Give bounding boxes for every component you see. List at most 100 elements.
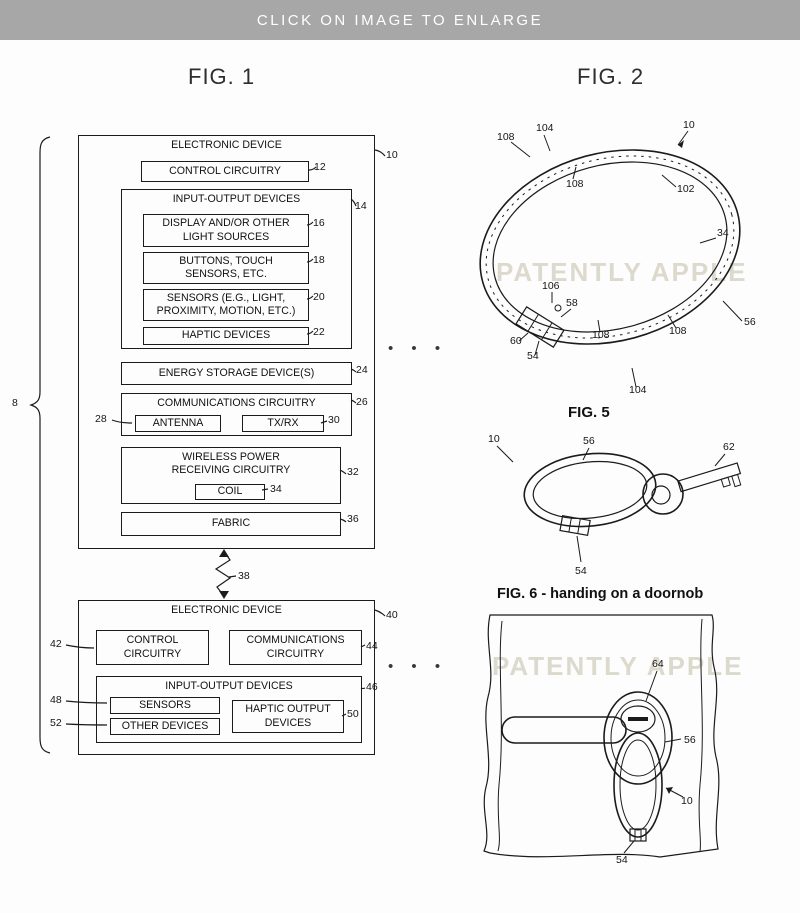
ref-label-36: 36: [347, 513, 359, 525]
sensors2-label: SENSORS: [139, 698, 191, 711]
ref-label-26: 26: [356, 396, 368, 408]
ref-label-38: 38: [238, 570, 250, 582]
device2-box: ELECTRONIC DEVICE CONTROL CIRCUITRY COMM…: [78, 600, 375, 755]
sensors2-box: SENSORS: [110, 697, 220, 714]
fig2-ref-108d: 108: [669, 325, 687, 337]
figures-canvas[interactable]: FIG. 1 FIG. 2 FIG. 5 FIG. 6 - handing on…: [0, 40, 800, 913]
fig2-ref-102: 102: [677, 183, 695, 195]
comms-circuitry-box: COMMUNICATIONS CIRCUITRY ANTENNA TX/RX: [121, 393, 352, 436]
fig5-title: FIG. 5: [568, 404, 610, 421]
fig5-leader-lines: [496, 445, 726, 563]
fig2-leader-lines: [510, 130, 743, 388]
comms-circuitry2-label: COMMUNICATIONS CIRCUITRY: [246, 634, 345, 660]
control-circuitry2-label: CONTROL CIRCUITRY: [123, 634, 182, 660]
control-circuitry-label: CONTROL CIRCUITRY: [169, 164, 281, 177]
other-devices-box: OTHER DEVICES: [110, 718, 220, 735]
coil-label: COIL: [217, 485, 243, 498]
ref-label-46: 46: [366, 681, 378, 693]
ellipsis-dots-device1: • • •: [388, 340, 448, 357]
txrx-box: TX/RX: [242, 415, 324, 432]
haptic-devices-box: HAPTIC DEVICES: [143, 327, 309, 345]
control-circuitry-box: CONTROL CIRCUITRY: [141, 161, 309, 182]
fig2-drawing: PATENTLY APPLE: [479, 119, 756, 396]
other-devices-label: OTHER DEVICES: [121, 719, 209, 732]
ref-label-24: 24: [356, 364, 368, 376]
fig1-leader-lines: [65, 149, 386, 726]
wireless-power-box: WIRELESS POWER RECEIVING CIRCUITRY COIL: [121, 447, 341, 504]
fig6-ref-10: 10: [681, 795, 693, 807]
antenna-label: ANTENNA: [152, 416, 204, 429]
ref-label-10: 10: [386, 149, 398, 161]
band-ring: [479, 149, 741, 345]
comms-circuitry-label: COMMUNICATIONS CIRCUITRY: [157, 397, 316, 409]
ring-sleeve: [559, 514, 591, 537]
enlarge-banner-text: CLICK ON IMAGE TO ENLARGE: [256, 11, 544, 29]
ref-label-40: 40: [386, 609, 398, 621]
ref-label-32: 32: [347, 466, 359, 478]
fig2-ref-104b: 104: [629, 384, 647, 396]
fig1-lines-overlay: [29, 136, 386, 754]
io-devices-label: INPUT-OUTPUT DEVICES: [172, 193, 301, 205]
door-handle: [501, 691, 673, 785]
fig2-ref-56: 56: [744, 316, 756, 328]
haptic-output-box: HAPTIC OUTPUT DEVICES: [232, 700, 344, 733]
fig2-ref-60: 60: [510, 335, 522, 347]
comms-circuitry2-box: COMMUNICATIONS CIRCUITRY: [229, 630, 362, 665]
sensors-label: SENSORS (E.G., LIGHT, PROXIMITY, MOTION,…: [156, 291, 296, 317]
coil-box: COIL: [195, 484, 265, 500]
band-detail-106: [554, 304, 562, 312]
fig5-ref-54: 54: [575, 565, 587, 577]
control-circuitry2-box: CONTROL CIRCUITRY: [96, 630, 209, 665]
fig6-ref-64: 64: [652, 658, 664, 670]
band-clasp: [515, 306, 565, 348]
fig1-title: FIG. 1: [188, 64, 256, 89]
fig6-arrowhead-10: [666, 787, 673, 794]
fig6-title: FIG. 6 - handing on a doornob: [497, 586, 704, 602]
wireless-link-squiggle: [214, 549, 232, 599]
enlarge-banner: CLICK ON IMAGE TO ENLARGE: [0, 0, 800, 40]
display-box: DISPLAY AND/OR OTHER LIGHT SOURCES: [143, 214, 309, 247]
haptic-devices-label: HAPTIC DEVICES: [181, 329, 271, 342]
device1-box: ELECTRONIC DEVICE CONTROL CIRCUITRY INPU…: [78, 135, 375, 549]
fig6-ref-56: 56: [684, 734, 696, 746]
fig5-ref-62: 62: [723, 441, 735, 453]
device1-title: ELECTRONIC DEVICE: [171, 139, 282, 151]
ref-label-12: 12: [314, 161, 326, 173]
fig2-ref-108b: 108: [566, 178, 584, 190]
buttons-box: BUTTONS, TOUCH SENSORS, ETC.: [143, 252, 309, 284]
fig2-ref-58: 58: [566, 297, 578, 309]
haptic-output-label: HAPTIC OUTPUT DEVICES: [245, 703, 331, 729]
fig2-ref-34: 34: [717, 227, 729, 239]
ref-label-22: 22: [313, 326, 325, 338]
fig2-arrowhead-10: [678, 140, 684, 148]
fig2-ref-106: 106: [542, 280, 560, 292]
ref-label-44: 44: [366, 640, 378, 652]
fabric-label: FABRIC: [211, 517, 251, 530]
wireless-power-label: WIRELESS POWER RECEIVING CIRCUITRY: [171, 451, 291, 476]
door-panel: [483, 614, 720, 858]
ref-label-42: 42: [50, 638, 62, 650]
fig2-ref-10: 10: [683, 119, 695, 131]
ref-label-28: 28: [95, 413, 107, 425]
fig2-ref-54: 54: [527, 350, 539, 362]
io-devices-box: INPUT-OUTPUT DEVICES DISPLAY AND/OR OTHE…: [121, 189, 352, 349]
fig5-ref-10: 10: [488, 433, 500, 445]
energy-storage-label: ENERGY STORAGE DEVICE(S): [158, 366, 315, 379]
ref-label-18: 18: [313, 254, 325, 266]
hanging-ring: [613, 732, 663, 842]
fig2-ref-108a: 108: [497, 131, 515, 143]
energy-storage-box: ENERGY STORAGE DEVICE(S): [121, 362, 352, 385]
key: [642, 462, 742, 515]
io-devices2-box: INPUT-OUTPUT DEVICES SENSORS OTHER DEVIC…: [96, 676, 362, 743]
ref-label-8: 8: [12, 397, 18, 409]
io-devices2-label: INPUT-OUTPUT DEVICES: [165, 680, 293, 692]
system-bracket: [29, 136, 51, 754]
key-ring: [523, 452, 657, 528]
display-label: DISPLAY AND/OR OTHER LIGHT SOURCES: [162, 217, 290, 243]
fig6-ref-54: 54: [616, 854, 628, 866]
fig2-ref-108c: 108: [592, 329, 610, 341]
ref-label-20: 20: [313, 291, 325, 303]
fig2-ref-104a: 104: [536, 122, 554, 134]
ref-label-16: 16: [313, 217, 325, 229]
